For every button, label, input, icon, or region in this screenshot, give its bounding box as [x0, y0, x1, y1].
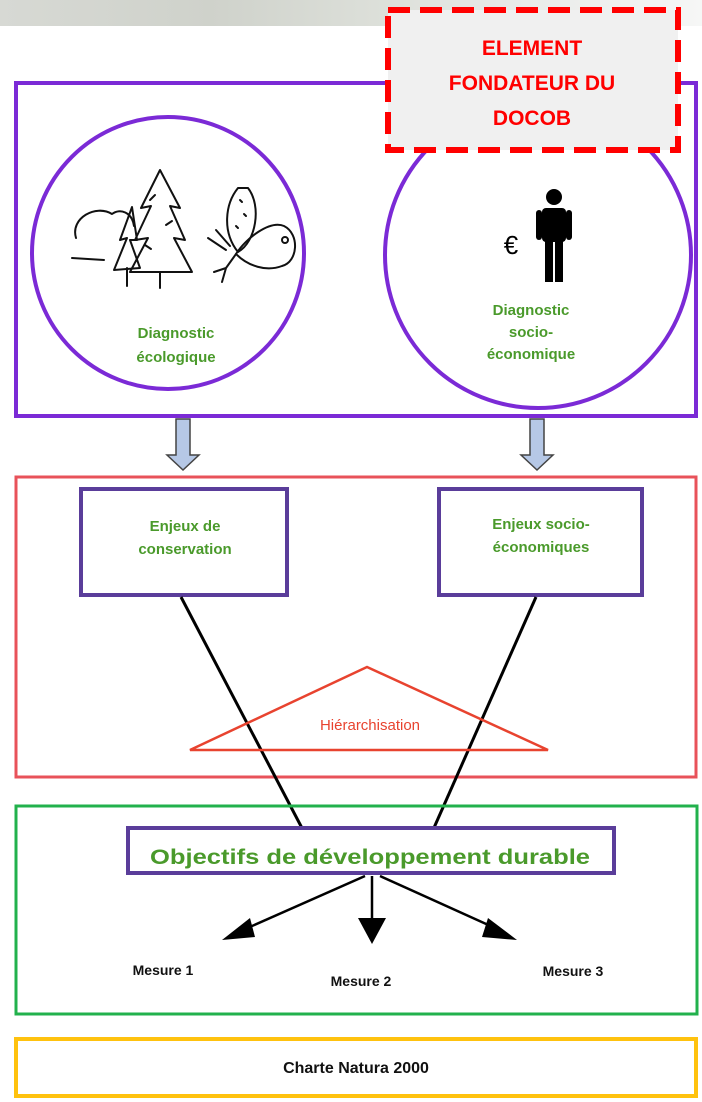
- prioritization-label: Hiérarchisation: [320, 717, 420, 734]
- objectives-title: Objectifs de développement durable: [150, 846, 590, 869]
- person-icon: [536, 189, 572, 282]
- callout-line-2: FONDATEUR DU: [449, 72, 615, 95]
- objectives-section: [14, 804, 699, 1016]
- objectives-title-box: [126, 826, 616, 875]
- charter-label: Charte Natura 2000: [283, 1060, 429, 1077]
- down-arrow-left: [165, 418, 201, 472]
- euro-icon: €: [504, 230, 519, 260]
- arrow-measure-1: [242, 874, 366, 932]
- ecological-diagnostic-label-1: Diagnostic: [138, 325, 215, 342]
- socioeconomic-stakes-label-1: Enjeux socio-: [492, 516, 590, 533]
- conservation-stakes-label-2: conservation: [138, 541, 231, 558]
- conservation-stakes-box: [79, 487, 289, 597]
- ecological-diagnostic-circle: [30, 115, 306, 391]
- prioritization-triangle: [189, 665, 549, 752]
- measure-1-label: Mesure 1: [133, 962, 194, 978]
- arrowhead-measure-2: [358, 918, 386, 944]
- callout-line-3: DOCOB: [493, 107, 571, 130]
- ecological-diagnostic-label-2: écologique: [136, 349, 215, 366]
- socioeconomic-stakes-box: [437, 487, 644, 597]
- callout-line-1: ELEMENT: [482, 37, 583, 60]
- arrowhead-measure-1: [222, 918, 255, 940]
- arrowhead-measure-3: [482, 918, 517, 940]
- arrow-measure-3: [379, 874, 496, 930]
- socioeconomic-stakes-label-2: économiques: [493, 539, 590, 556]
- down-arrow-right: [519, 418, 555, 472]
- charter-section: [14, 1037, 698, 1098]
- measure-3-label: Mesure 3: [543, 963, 604, 979]
- socioeconomic-diagnostic-label-2: socio-: [509, 324, 553, 341]
- measure-2-label: Mesure 2: [331, 973, 392, 989]
- founding-element-callout: [385, 7, 681, 153]
- connector-line-left: [179, 596, 305, 831]
- connector-line-right: [431, 596, 538, 831]
- socioeconomic-diagnostic-label-3: économique: [487, 346, 575, 363]
- ecology-sketch-icon: [71, 169, 296, 289]
- diagnostics-section: [14, 81, 698, 418]
- conservation-stakes-label-1: Enjeux de: [150, 518, 221, 535]
- socioeconomic-diagnostic-label-1: Diagnostic: [493, 302, 570, 319]
- stakes-section: [14, 475, 698, 779]
